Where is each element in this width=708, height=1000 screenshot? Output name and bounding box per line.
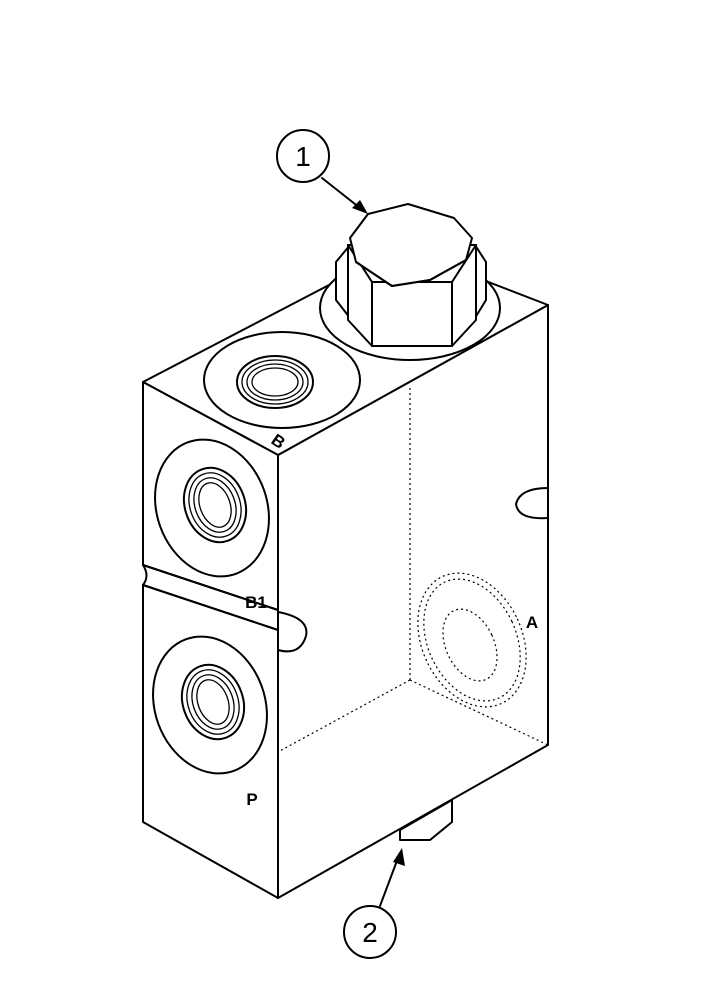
hidden-edge-bottom-right bbox=[409, 679, 549, 746]
port-p-thread-outer bbox=[180, 663, 246, 741]
split-groove bbox=[142, 564, 148, 586]
callout-1-circle bbox=[276, 129, 330, 183]
hidden-edge-bottom-left bbox=[277, 679, 411, 753]
port-p-thread-1 bbox=[186, 669, 240, 735]
split-groove-line bbox=[142, 564, 279, 631]
port-b1-thread-1 bbox=[188, 472, 242, 538]
hex-top-edges bbox=[355, 259, 467, 287]
right-notch bbox=[515, 487, 549, 520]
port-b1-thread-2 bbox=[193, 477, 237, 533]
callout-1-arrowhead bbox=[352, 200, 368, 214]
label-port-b1: B1 bbox=[245, 593, 267, 612]
port-a-hidden-mid bbox=[423, 578, 521, 702]
callout-1-text: 1 bbox=[295, 141, 311, 172]
port-p-thread-2 bbox=[191, 674, 235, 730]
port-p-thread-3 bbox=[196, 679, 230, 725]
port-b-thread-1 bbox=[241, 359, 309, 405]
callout-2-text: 2 bbox=[362, 917, 378, 948]
port-b-thread-3 bbox=[251, 367, 299, 397]
front-notch bbox=[277, 611, 308, 653]
callout-2-circle bbox=[343, 905, 397, 959]
label-port-a: A bbox=[526, 613, 538, 632]
label-port-p: P bbox=[246, 790, 257, 809]
port-a-hidden-inner bbox=[442, 608, 498, 682]
port-a-hidden-outer bbox=[417, 572, 527, 708]
callout-2-arrowhead bbox=[393, 848, 405, 866]
callout-2-leader bbox=[379, 857, 399, 907]
callout-1-leader bbox=[321, 177, 361, 209]
port-b-thread-2 bbox=[246, 363, 304, 401]
port-b1-thread-3 bbox=[198, 482, 232, 528]
port-b1-thread-outer bbox=[182, 466, 248, 544]
bottom-plug bbox=[399, 799, 453, 841]
